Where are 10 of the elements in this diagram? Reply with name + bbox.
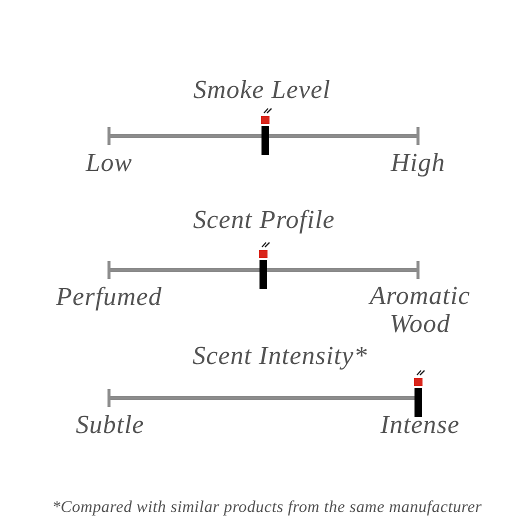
scale-end-label: Subtle [76, 411, 144, 439]
scale-end-label: High [390, 149, 446, 177]
scale-end-label: Intense [380, 411, 460, 439]
scale-end-label: Low [86, 149, 132, 177]
scale-end-label: Aromatic Wood [367, 282, 472, 338]
scale-title: Smoke Level [193, 76, 331, 104]
scale-end-label: Perfumed [56, 283, 162, 311]
scale-title: Scent Intensity* [192, 342, 368, 370]
footnote: *Compared with similar products from the same manufacturer [52, 496, 482, 518]
scale-title: Scent Profile [193, 206, 335, 234]
